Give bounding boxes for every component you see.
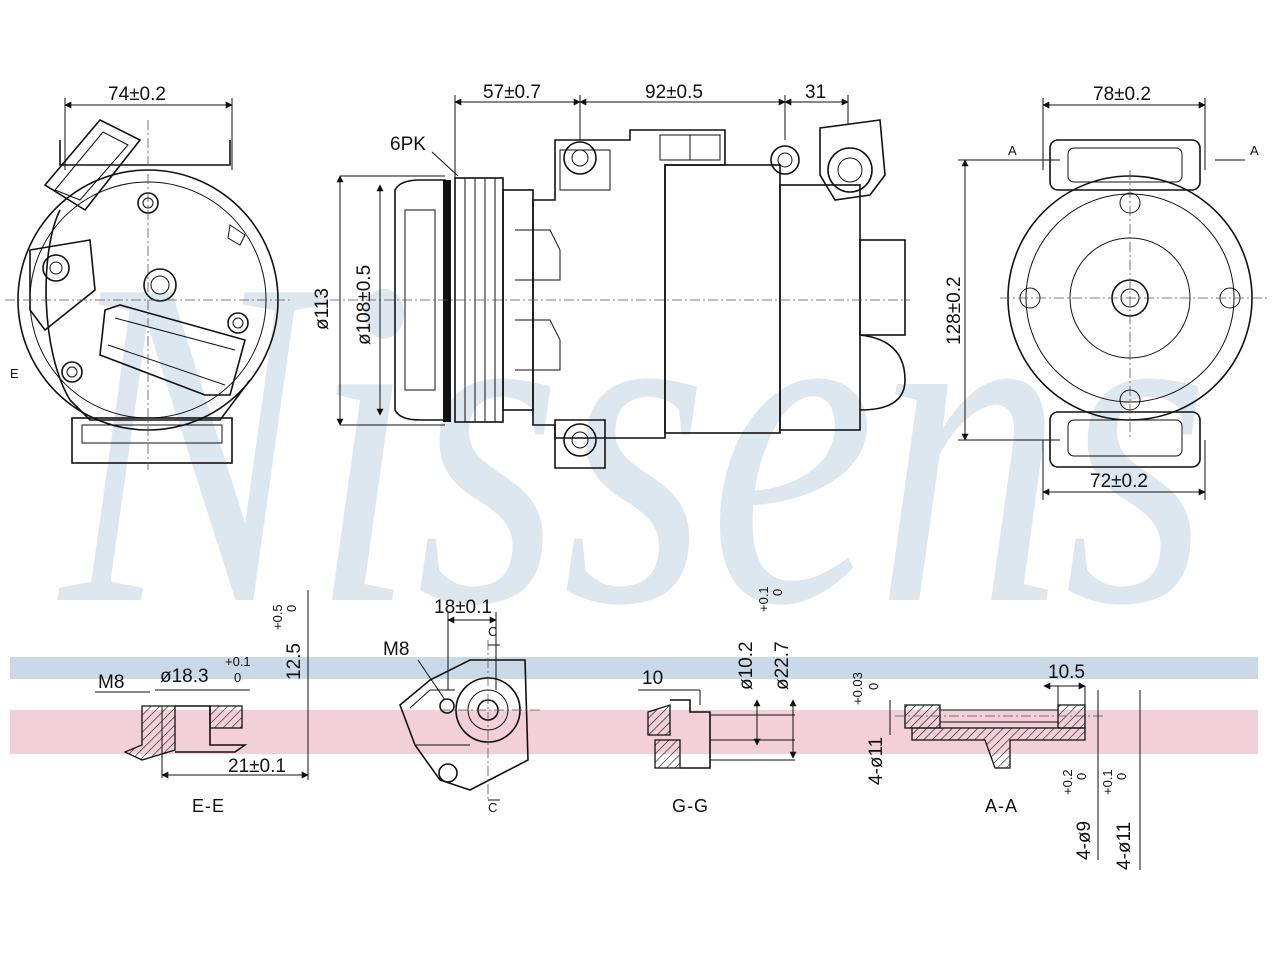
section-marker-a-left: A [1008, 143, 1017, 158]
dia-108-dim: ø108±0.5 [354, 265, 375, 345]
ee-title: E-E [192, 796, 225, 816]
aa-hole-b-tol-lower: 0 [1074, 773, 1089, 780]
side-dim-57: 57±0.7 [483, 82, 541, 103]
front-width-dim: 74±0.2 [108, 84, 166, 105]
section-marker-a-right: A [1250, 143, 1259, 158]
ee-height-tol-upper: +0.5 [270, 604, 285, 630]
gg-dia-inner: ø10.2 [736, 641, 757, 690]
ee-height: 12.5 [284, 643, 305, 680]
aa-title: A-A [985, 796, 1018, 816]
front-view: 74±0.2 E [5, 84, 290, 470]
detail-c: 18±0.1 C C M8 [383, 597, 540, 815]
dia-113-dim: ø113 [312, 288, 333, 330]
blue-band [10, 657, 1258, 679]
ee-dia: ø18.3 [160, 666, 209, 687]
watermark-logo: Nissens [54, 181, 1210, 702]
gg-dia-outer-tol-lower: 0 [770, 589, 785, 596]
rear-height-dim: 128±0.2 [944, 276, 965, 345]
aa-hole-c: 4-ø11 [1114, 822, 1135, 870]
ee-length: 21±0.1 [228, 756, 286, 777]
section-aa: 10.5 4-ø11 +0.03 0 4-ø9 +0.2 0 4-ø11 +0.… [850, 662, 1141, 870]
section-ee: M8 ø18.3 +0.1 0 12.5 +0.5 0 21±0.1 E-E [95, 590, 309, 816]
ee-dia-tol-upper: +0.1 [225, 654, 251, 669]
gg-title: G-G [672, 796, 709, 816]
c-marker-top: C [488, 624, 497, 639]
belt-label: 6PK [390, 134, 426, 155]
rear-view: 78±0.2 72±0.2 128±0.2 A A [944, 84, 1270, 500]
side-view: 57±0.7 92±0.5 31 6PK ø113 ø108±0.5 [312, 82, 910, 469]
ee-thread: M8 [98, 672, 124, 693]
rear-top-dim: 78±0.2 [1093, 84, 1151, 105]
section-gg: 10 ø10.2 ø22.7 +0.1 0 G-G [638, 586, 797, 816]
gg-dia-outer-tol-upper: +0.1 [756, 586, 771, 612]
c-marker-bottom: C [488, 800, 497, 815]
gg-dia-outer: ø22.7 [772, 641, 793, 690]
side-dim-31: 31 [805, 82, 826, 103]
rear-bottom-dim: 72±0.2 [1090, 471, 1148, 492]
aa-hole-b-tol-upper: +0.2 [1060, 769, 1075, 795]
aa-hole-a-tol-upper: +0.03 [850, 672, 865, 705]
aa-hole-a-tol-lower: 0 [866, 683, 881, 690]
aa-hole-c-tol-upper: +0.1 [1100, 769, 1115, 795]
section-marker-e: E [10, 366, 19, 381]
ee-height-tol-lower: 0 [284, 605, 299, 612]
c-width: 18±0.1 [434, 597, 492, 618]
c-thread: M8 [383, 639, 409, 660]
ee-dia-tol-lower: 0 [234, 670, 241, 685]
gg-depth: 10 [642, 668, 663, 689]
aa-hole-b: 4-ø9 [1074, 821, 1095, 860]
aa-width: 10.5 [1048, 662, 1085, 683]
side-dim-92: 92±0.5 [645, 82, 703, 103]
aa-hole-a: 4-ø11 [866, 737, 887, 785]
aa-hole-c-tol-lower: 0 [1114, 773, 1129, 780]
